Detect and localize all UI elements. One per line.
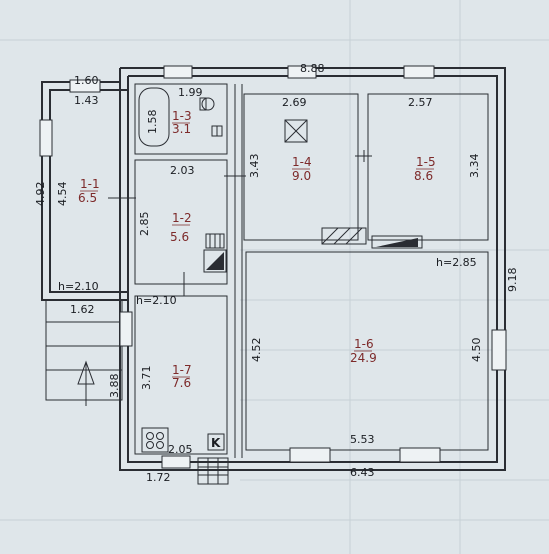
room-area: 6.5 [78, 191, 97, 205]
room-label-1-4: 1-4 9.0 [292, 155, 312, 183]
boiler-icon [203, 249, 227, 273]
dim-2-03: 2.03 [170, 164, 195, 177]
dim-3-43: 3.43 [248, 154, 261, 179]
room-area: 3.1 [172, 122, 191, 136]
room-label-1-1: 1-1 6.5 [78, 177, 100, 205]
dim-5-53: 5.53 [350, 433, 375, 446]
room-label-1-7: 1-7 7.6 [172, 363, 192, 390]
dim-4-50: 4.50 [470, 338, 483, 363]
room-id: 1-1 [80, 177, 100, 191]
dim-9-18: 9.18 [506, 268, 519, 293]
dim-2-85: 2.85 [138, 212, 151, 237]
interior-walls [45, 83, 489, 458]
dim-1-99: 1.99 [178, 86, 203, 99]
room-label-1-5: 1-5 8.6 [414, 155, 436, 183]
dim-2-69: 2.69 [282, 96, 307, 109]
fan-icon [284, 119, 308, 143]
windows [39, 65, 507, 469]
room-area: 5.6 [170, 230, 189, 244]
dim-6-43: 6.43 [350, 466, 375, 479]
dim-3-34: 3.34 [468, 154, 481, 179]
room-id: 1-2 [172, 211, 192, 225]
bathtub-icon [138, 87, 170, 147]
dim-2-57: 2.57 [408, 96, 433, 109]
stove-icon [141, 427, 169, 453]
dim-1-43: 1.43 [74, 94, 99, 107]
height-room-1-6: h=2.85 [436, 256, 477, 269]
dim-3-88: 3.88 [108, 374, 121, 399]
room-label-1-2: 1-2 5.6 [170, 211, 192, 244]
dim-1-72: 1.72 [146, 471, 171, 484]
room-area: 8.6 [414, 169, 433, 183]
dimension-labels: 8.88 1.60 1.43 1.99 1.58 2.69 2.57 3.43 … [34, 62, 519, 484]
dim-1-62: 1.62 [70, 303, 95, 316]
dim-2-05: 2.05 [168, 443, 193, 456]
door-marks [108, 150, 372, 296]
toilet-icon [211, 125, 223, 137]
room-area: 7.6 [172, 376, 191, 390]
height-room-1-1: h=2.10 [58, 280, 99, 293]
room-id: 1-6 [354, 337, 374, 351]
entrance-arrow-icon [77, 360, 95, 406]
vent-grid-icon [197, 457, 229, 485]
room-area: 24.9 [350, 351, 377, 365]
room-area: 9.0 [292, 169, 311, 183]
room-id: 1-5 [416, 155, 436, 169]
height-room-1-7: h=2.10 [136, 294, 177, 307]
exterior-walls [41, 67, 506, 471]
radiator-icon [205, 233, 225, 249]
svg-text:K: K [211, 436, 221, 450]
dim-4-52: 4.52 [250, 338, 263, 363]
dim-4-92: 4.92 [34, 182, 47, 207]
room-label-1-3: 1-3 3.1 [172, 109, 192, 136]
dim-8-88: 8.88 [300, 62, 325, 75]
height-labels: h=2.10 h=2.10 h=2.85 [58, 256, 477, 307]
room-id: 1-3 [172, 109, 192, 123]
boiler-strip-icon [371, 235, 423, 249]
dim-1-58: 1.58 [146, 110, 159, 135]
sink-icon [199, 97, 215, 111]
room-id: 1-4 [292, 155, 312, 169]
dim-1-60: 1.60 [74, 74, 99, 87]
room-id: 1-7 [172, 363, 192, 377]
room-label-1-6: 1-6 24.9 [350, 337, 377, 365]
stair-hatch-icon [321, 227, 367, 245]
dim-3-71: 3.71 [140, 366, 153, 391]
k-marker-icon: K [207, 433, 225, 451]
dim-4-54: 4.54 [56, 182, 69, 207]
